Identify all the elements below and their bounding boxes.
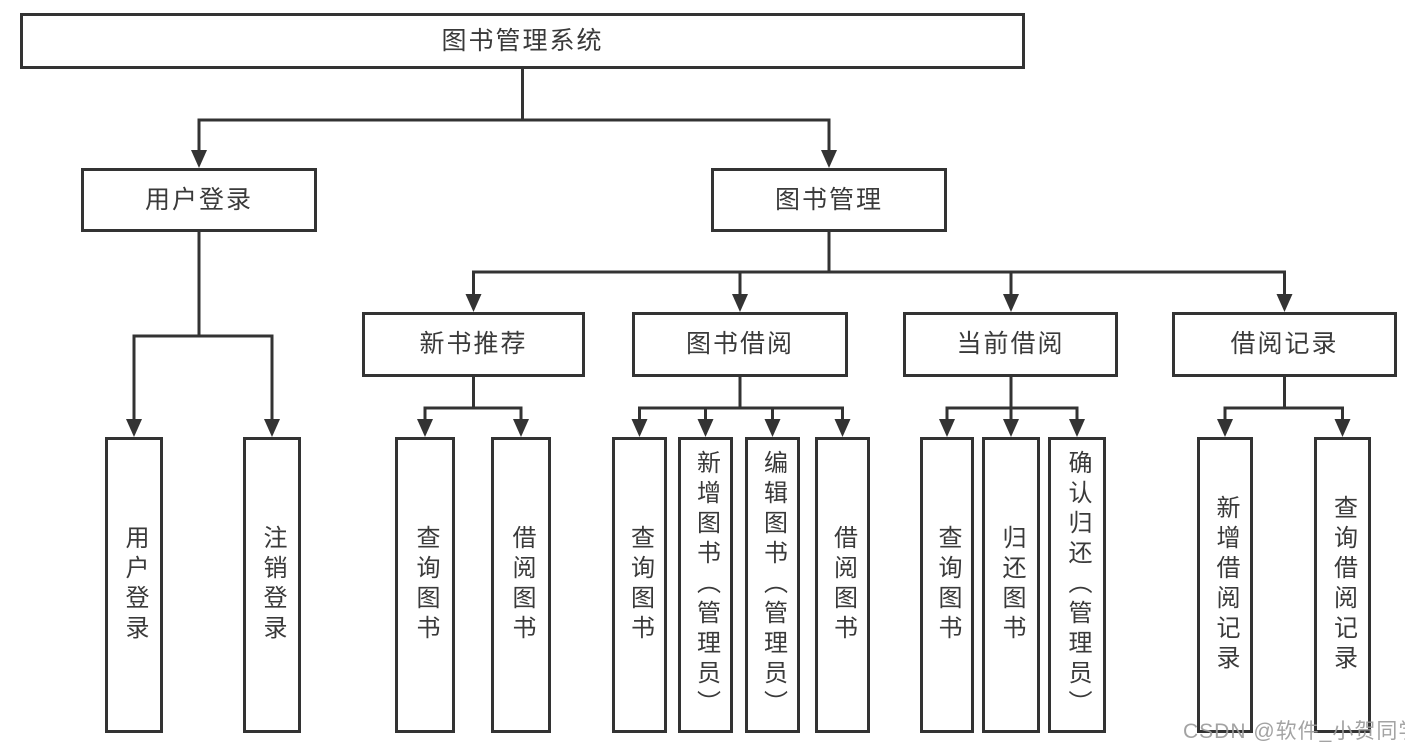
leaf-label: 新增图书（管理员）: [692, 450, 720, 720]
node-book-borrowing: 图书借阅: [632, 312, 848, 377]
leaf-label: 归还图书: [998, 525, 1025, 645]
node-label: 图书管理: [774, 185, 883, 214]
connector-root-to-level2: [191, 69, 837, 168]
leaf-confirm-return-admin: 确认归还（管理员）: [1048, 437, 1106, 733]
leaf-label: 查询图书: [626, 525, 654, 645]
arrowhead-icon: [1003, 419, 1019, 437]
leaf-query-books-recommend: 查询图书: [395, 437, 455, 733]
leaf-label: 注销登录: [259, 525, 286, 645]
node-library-management-system: 图书管理系统: [20, 13, 1025, 69]
node-label: 图书借阅: [685, 330, 794, 358]
arrowhead-icon: [697, 419, 714, 437]
leaf-label: 编辑图书（管理员）: [759, 450, 787, 720]
arrowhead-icon: [264, 419, 280, 437]
leaf-query-borrow-record: 查询借阅记录: [1314, 437, 1371, 733]
arrowhead-icon: [939, 419, 955, 437]
leaf-label: 借阅图书: [508, 525, 535, 645]
arrowhead-icon: [191, 150, 207, 168]
arrowhead-icon: [126, 419, 142, 437]
connector-book-borrow-children: [631, 377, 851, 437]
arrowhead-icon: [1069, 419, 1085, 437]
node-current-borrowing: 当前借阅: [903, 312, 1118, 377]
node-label: 图书管理系统: [441, 26, 604, 55]
connector-book-management-children: [465, 232, 1293, 312]
leaf-label: 用户登录: [121, 525, 148, 645]
leaf-query-books-borrowing: 查询图书: [612, 437, 667, 733]
arrowhead-icon: [631, 419, 648, 437]
node-book-management: 图书管理: [711, 168, 947, 232]
node-user-login: 用户登录: [81, 168, 317, 232]
connector-new-book-children: [417, 377, 529, 437]
node-borrowing-records: 借阅记录: [1172, 312, 1397, 377]
connector-borrow-record-children: [1217, 377, 1351, 437]
leaf-add-book-admin: 新增图书（管理员）: [678, 437, 733, 733]
node-label: 借阅记录: [1230, 330, 1339, 358]
leaf-label: 查询借阅记录: [1329, 495, 1357, 675]
node-new-book-recommend: 新书推荐: [362, 312, 585, 377]
arrowhead-icon: [764, 419, 781, 437]
leaf-borrow-books-recommend: 借阅图书: [491, 437, 551, 733]
leaf-label: 查询图书: [412, 525, 439, 645]
arrowhead-icon: [1334, 419, 1351, 437]
arrowhead-icon: [834, 419, 851, 437]
arrowhead-icon: [732, 294, 748, 312]
connector-current-borrow-children: [939, 377, 1085, 437]
arrowhead-icon: [1217, 419, 1233, 437]
node-label: 当前借阅: [956, 330, 1065, 358]
leaf-user-login: 用户登录: [105, 437, 163, 733]
node-label: 用户登录: [144, 185, 253, 214]
arrowhead-icon: [513, 419, 529, 437]
leaf-edit-book-admin: 编辑图书（管理员）: [745, 437, 800, 733]
csdn-watermark: CSDN @软件_小贺同学: [1183, 720, 1405, 743]
leaf-return-book: 归还图书: [982, 437, 1040, 733]
leaf-label: 查询图书: [934, 525, 961, 645]
arrowhead-icon: [821, 150, 837, 168]
node-label: 新书推荐: [419, 330, 528, 358]
leaf-add-borrow-record: 新增借阅记录: [1197, 437, 1253, 733]
leaf-logout: 注销登录: [243, 437, 301, 733]
arrowhead-icon: [417, 419, 433, 437]
arrowhead-icon: [1276, 294, 1293, 312]
leaf-label: 新增借阅记录: [1212, 495, 1239, 675]
leaf-label: 确认归还（管理员）: [1064, 450, 1091, 720]
leaf-borrow-books-borrowing: 借阅图书: [815, 437, 870, 733]
arrowhead-icon: [465, 294, 482, 312]
leaf-label: 借阅图书: [829, 525, 857, 645]
leaf-query-books-current: 查询图书: [920, 437, 974, 733]
arrowhead-icon: [1003, 294, 1019, 312]
connector-user-login-children: [126, 232, 280, 437]
